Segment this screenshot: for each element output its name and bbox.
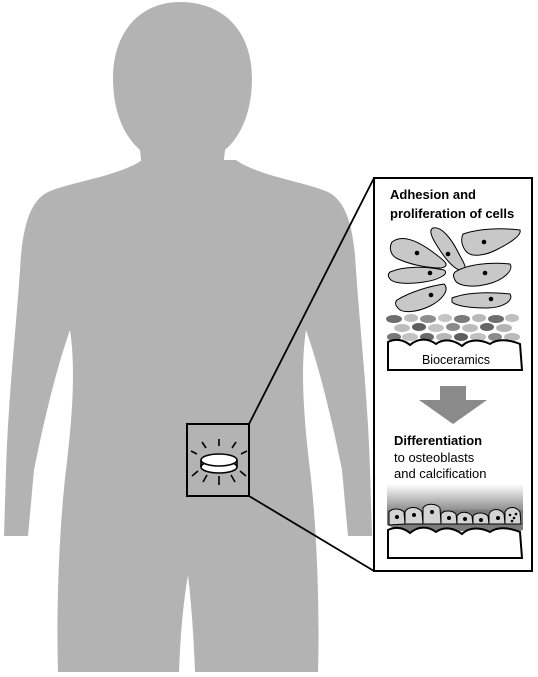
osteoblasts (388, 503, 522, 526)
step2-heading-line2: to osteoblasts (394, 450, 475, 465)
bioceramics-label: Bioceramics (422, 353, 490, 367)
human-silhouette (4, 2, 372, 672)
cell-nuclei (414, 239, 494, 302)
process-arrow (419, 386, 487, 424)
step1-heading-line2: proliferation of cells (390, 206, 514, 221)
step2-heading-line1: Differentiation (394, 433, 482, 448)
implant-disc-icon (190, 439, 248, 485)
step1-heading-line1: Adhesion and (390, 187, 476, 202)
zoom-panel: Adhesion and proliferation of cells (373, 177, 533, 572)
step2-heading-line3: and calcification (394, 466, 487, 481)
proliferating-cells (387, 227, 521, 313)
osteoblast-nuclei (395, 510, 518, 523)
calcification-gradient (387, 484, 523, 510)
zoom-connector-lines (248, 177, 375, 572)
bioceramics-block: Bioceramics (387, 338, 524, 371)
implant-marker (186, 423, 250, 497)
